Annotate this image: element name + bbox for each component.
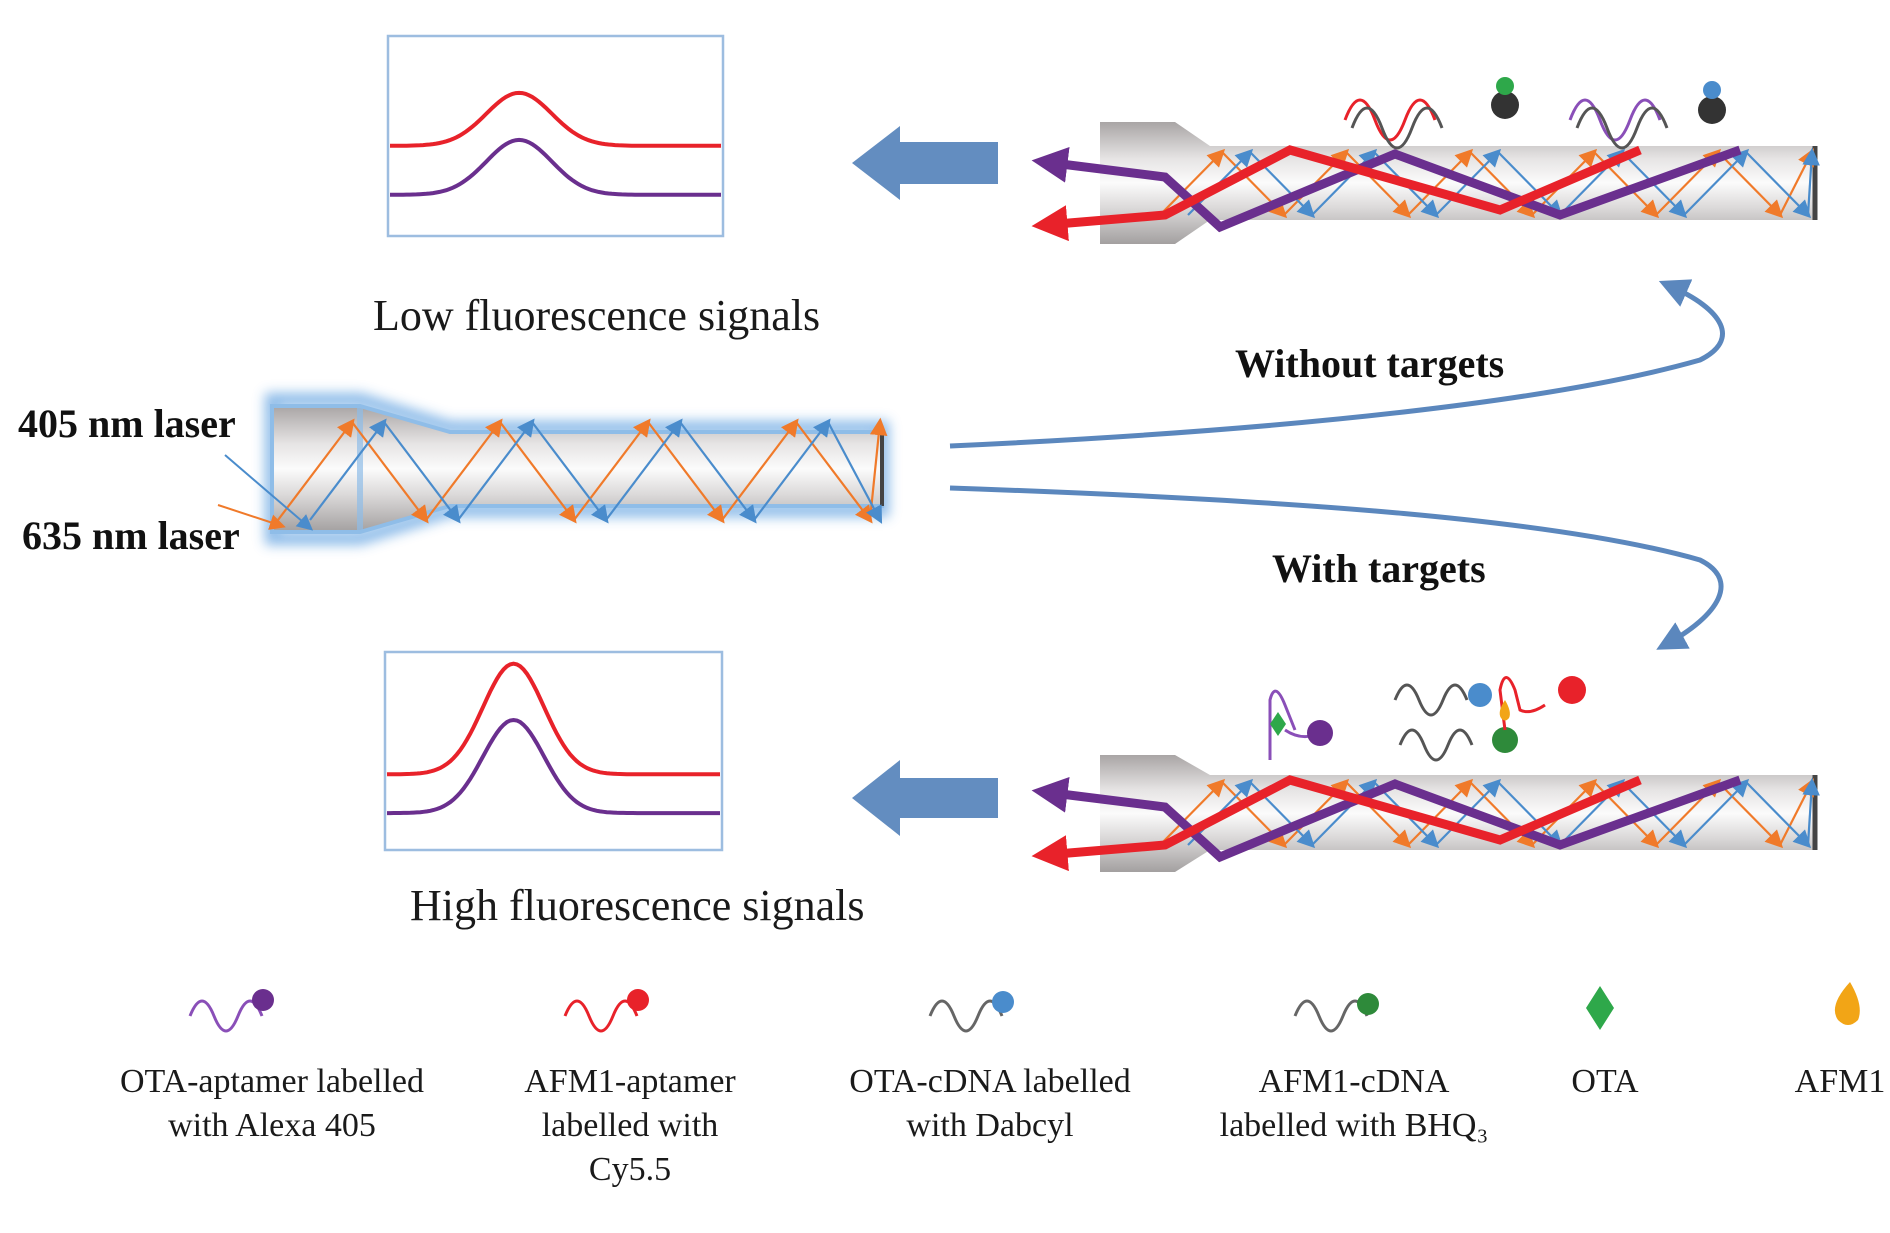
high-signal-panel: [383, 650, 724, 852]
emission-arrow-red: [1031, 775, 1642, 872]
laser-ray-segment: [1407, 148, 1474, 216]
laser-ray-segment: [827, 421, 883, 524]
ota-diamond-icon: [1586, 986, 1614, 1030]
alexa405-fluorophore-icon: [1307, 720, 1333, 746]
quenched-probe-purple: [1568, 81, 1726, 150]
output-arrow-high: [852, 760, 998, 836]
without-targets-label: Without targets: [1235, 341, 1505, 386]
laser-ray-segment: [1717, 781, 1784, 849]
fiber-with-targets: [1031, 676, 1820, 872]
laser-ray-segment: [425, 418, 503, 521]
cy55-fluorophore-icon: [1558, 676, 1586, 704]
signal-curve-purple: [390, 137, 721, 197]
emission-arrow-purple: [1031, 145, 1742, 233]
output-arrow-low: [852, 126, 998, 200]
laser-ray-segment: [1802, 777, 1820, 846]
legend-line: with Alexa 405: [168, 1107, 376, 1144]
laser-rays-initial: [217, 417, 888, 531]
laser-ray-segment: [383, 421, 461, 524]
legend-line: with Dabcyl: [906, 1107, 1074, 1144]
high-signal-caption: High fluorescence signals: [410, 881, 865, 930]
legend-line: labelled with: [541, 1107, 719, 1144]
laser-405-label: 405 nm laser: [18, 401, 236, 446]
laser-ray-segment: [1717, 151, 1784, 219]
laser-ray-segment: [1802, 147, 1820, 216]
legend-icons: [188, 982, 1860, 1033]
laser-635-label: 635 nm laser: [22, 513, 240, 558]
laser-ray-segment: [721, 418, 799, 521]
laser-ray-segment: [351, 421, 429, 524]
legend-label-gray-cdna-bhq3: AFM1-cDNA labelled with BHQ₃: [1194, 1060, 1514, 1148]
fiber-without-targets: [1031, 77, 1820, 244]
ota-bound-icon: [1270, 712, 1286, 736]
legend-line: AFM1: [1794, 1063, 1886, 1100]
low-signal-caption: Low fluorescence signals: [373, 291, 821, 340]
purple-aptamer-alexa405-icon: [188, 989, 274, 1033]
laser-ray-segment: [1683, 148, 1750, 216]
gray-cdna-bhq3-icon: [1293, 993, 1379, 1033]
signal-curve-red: [390, 90, 721, 148]
signal-curve-red: [386, 661, 720, 777]
laser-ray-segment: [1407, 778, 1474, 846]
signal-curve-purple: [387, 717, 720, 816]
laser-ray-segment: [309, 418, 387, 521]
legend-line: OTA: [1571, 1063, 1639, 1100]
legend-line: OTA-aptamer labelled: [119, 1063, 425, 1100]
laser-ray-segment: [647, 421, 725, 524]
laser-ray-segment: [1159, 148, 1226, 216]
laser-ray-segment: [1497, 781, 1564, 849]
quenched-probe-red: [1343, 77, 1519, 150]
with-targets-label: With targets: [1272, 546, 1486, 591]
gray-cdna-dabcyl-icon: [928, 991, 1014, 1033]
legend-label-purple-aptamer-alexa405: OTA-aptamer labelled with Alexa 405: [112, 1060, 432, 1148]
legend-label-gray-cdna-dabcyl: OTA-cDNA labelled with Dabcyl: [830, 1060, 1150, 1148]
laser-ray-segment: [499, 421, 577, 524]
emission-arrow-red: [1031, 145, 1642, 242]
afm1-drop-icon: [1834, 982, 1860, 1025]
legend-line: Cy5.5: [588, 1151, 672, 1188]
laser-ray-segment: [1345, 151, 1412, 219]
laser-ray-segment: [1745, 781, 1812, 849]
laser-ray-segment: [277, 418, 355, 521]
laser-ray-segment: [531, 421, 609, 524]
laser-ray-segment: [573, 418, 651, 521]
flow-arrow-without-targets: [949, 279, 1725, 449]
laser-ray-segment: [1745, 151, 1812, 219]
emission-arrow-purple: [1031, 775, 1742, 863]
flow-arrow-with-targets: [949, 485, 1724, 650]
released-probes: [1268, 676, 1586, 762]
laser-ray-segment: [457, 418, 535, 521]
laser-ray-segment: [753, 418, 831, 521]
legend-label-ota-diamond: OTA: [1445, 1060, 1765, 1104]
low-signal-panel: [386, 34, 725, 238]
legend-label-afm1-drop: AFM1: [1680, 1060, 1890, 1104]
laser-ray-segment: [1497, 151, 1564, 219]
laser-ray-segment: [1345, 781, 1412, 849]
laser-ray-segment: [1159, 778, 1226, 846]
laser-ray-segment: [605, 418, 683, 521]
legend-line: OTA-cDNA labelled: [849, 1063, 1131, 1100]
red-aptamer-cy55-icon: [563, 989, 649, 1033]
initial-fiber-probe: [217, 393, 889, 545]
legend-line: AFM1-aptamer: [524, 1063, 736, 1100]
laser-ray-segment: [679, 421, 757, 524]
laser-ray-segment: [1683, 778, 1750, 846]
laser-ray-segment: [795, 421, 873, 524]
legend-line: labelled with BHQ₃: [1219, 1107, 1489, 1144]
afm1-bound-icon: [1499, 700, 1510, 721]
legend-line: AFM1-cDNA: [1258, 1063, 1450, 1100]
